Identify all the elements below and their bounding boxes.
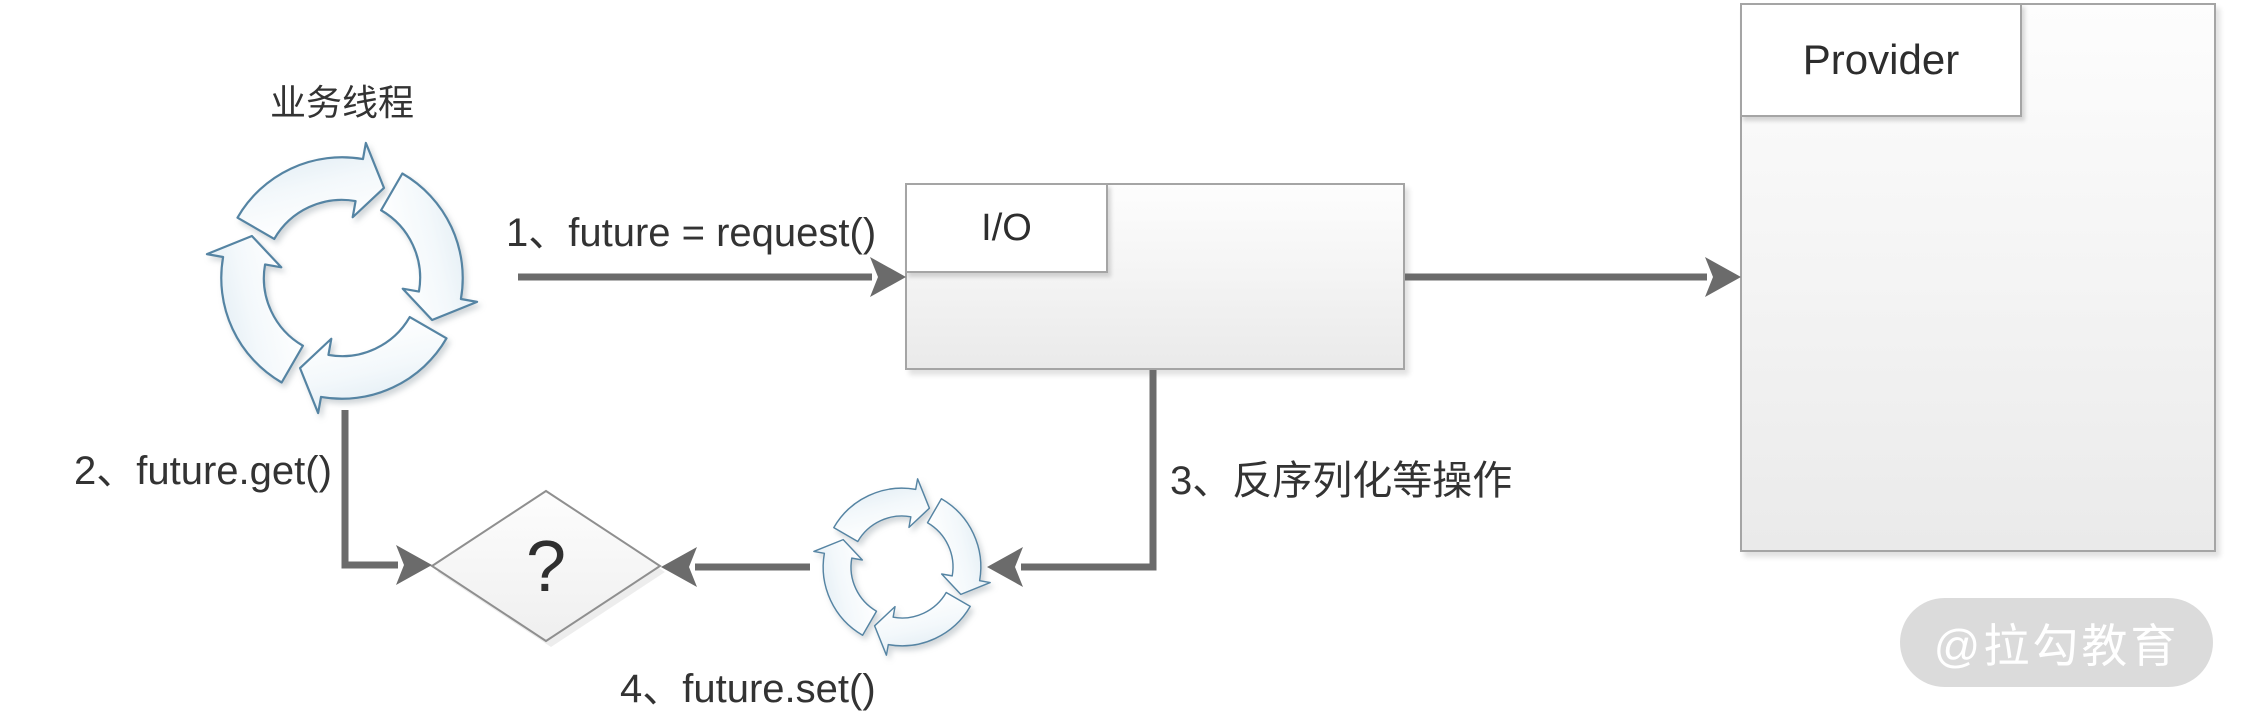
edge-step1-arrowhead-icon xyxy=(870,257,906,297)
edge-step2-arrowhead-icon xyxy=(396,545,432,585)
io-label: I/O xyxy=(981,206,1032,249)
io-label-box: I/O xyxy=(905,183,1108,273)
edge-step3-arrowhead-icon xyxy=(987,547,1023,587)
edge-step2-line xyxy=(341,410,398,569)
future-question-mark: ? xyxy=(525,527,567,607)
provider-label-box: Provider xyxy=(1740,3,2022,117)
edge-step4-arrowhead-icon xyxy=(661,547,697,587)
future-diamond-shape xyxy=(430,489,662,643)
edge-step2-label: 2、future.get() xyxy=(74,449,332,493)
edge-io-provider-arrowhead-icon xyxy=(1705,257,1741,297)
watermark-badge: @拉勾教育 xyxy=(1900,598,2213,687)
edge-step3-label: 3、反序列化等操作 xyxy=(1170,459,1513,503)
provider-label: Provider xyxy=(1802,36,1960,83)
edge-step1-label: 1、future = request() xyxy=(506,211,877,255)
edge-step4-label: 4、future.set() xyxy=(620,667,876,711)
edge-step3-line xyxy=(1021,370,1157,571)
business-thread-label: 业务线程 xyxy=(269,82,414,123)
